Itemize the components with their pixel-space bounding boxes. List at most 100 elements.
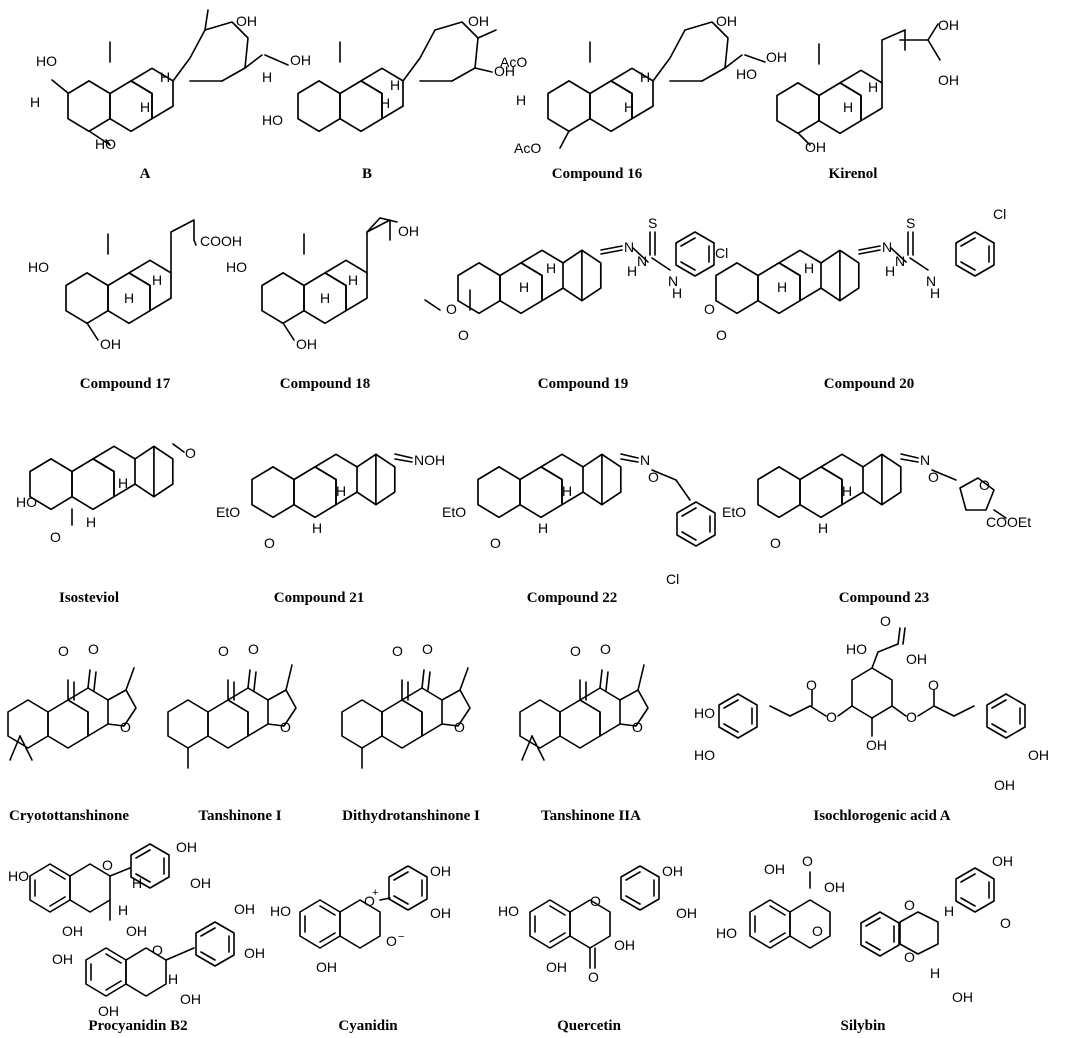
svg-text:HO: HO: [262, 112, 283, 128]
svg-text:H: H: [118, 902, 128, 918]
svg-text:O: O: [979, 477, 990, 493]
svg-text:O: O: [770, 535, 781, 551]
svg-text:H: H: [562, 483, 572, 499]
svg-text:OH: OH: [398, 223, 419, 239]
caption-tanshinone-iia: Tanshinone IIA: [541, 808, 641, 824]
svg-text:AcO: AcO: [514, 140, 541, 156]
svg-text:O: O: [422, 641, 433, 657]
svg-text:O: O: [600, 641, 611, 657]
svg-text:H: H: [312, 520, 322, 536]
structure-isosteviol: O HO O H H Isosteviol: [16, 443, 196, 606]
svg-text:OH: OH: [236, 13, 257, 29]
svg-text:O: O: [928, 469, 939, 485]
svg-text:OH: OH: [244, 945, 265, 961]
svg-text:OH: OH: [938, 72, 959, 88]
svg-text:H: H: [624, 99, 634, 115]
svg-text:O: O: [454, 719, 465, 735]
svg-text:OH: OH: [494, 63, 515, 79]
svg-text:O: O: [152, 942, 163, 958]
svg-text:O: O: [588, 969, 599, 985]
svg-text:OH: OH: [952, 989, 973, 1005]
svg-text:OH: OH: [100, 336, 121, 352]
svg-text:N: N: [668, 273, 678, 289]
svg-text:H: H: [262, 69, 272, 85]
svg-text:S: S: [906, 215, 915, 231]
svg-text:OH: OH: [180, 991, 201, 1007]
svg-text:HO: HO: [95, 136, 116, 152]
svg-text:OH: OH: [234, 901, 255, 917]
svg-text:HO: HO: [498, 903, 519, 919]
svg-text:OH: OH: [906, 651, 927, 667]
svg-text:H: H: [516, 92, 526, 108]
svg-text:H: H: [336, 483, 346, 499]
svg-text:O: O: [632, 719, 643, 735]
svg-text:OH: OH: [290, 52, 311, 68]
svg-text:HO: HO: [694, 747, 715, 763]
svg-text:OH: OH: [766, 49, 787, 65]
svg-text:N: N: [637, 253, 647, 269]
svg-text:H: H: [818, 520, 828, 536]
caption-isochlorogenic-acid-a: Isochlorogenic acid A: [813, 808, 950, 824]
svg-text:O: O: [280, 719, 291, 735]
svg-text:COOEt: COOEt: [986, 514, 1031, 530]
svg-text:H: H: [777, 279, 787, 295]
svg-text:O: O: [50, 529, 61, 545]
svg-text:H: H: [885, 263, 895, 279]
svg-text:OH: OH: [805, 139, 826, 155]
svg-text:H: H: [390, 77, 400, 93]
structure-compound-23: N O O COOEt EtO O H H Compound 23: [722, 452, 1031, 606]
svg-text:AcO: AcO: [500, 54, 527, 70]
svg-text:HO: HO: [16, 494, 37, 510]
structure-a: HO H OH OH HO H H A: [30, 9, 311, 182]
svg-text:OH: OH: [52, 951, 73, 967]
svg-text:O: O: [648, 469, 659, 485]
svg-text:OH: OH: [992, 853, 1013, 869]
svg-text:N: N: [882, 239, 892, 255]
structure-cryptotanshinone: O O O Cryotottanshinone: [7, 641, 137, 824]
svg-text:H: H: [640, 69, 650, 85]
svg-text:O: O: [88, 641, 99, 657]
svg-text:N: N: [624, 239, 634, 255]
svg-text:H: H: [519, 279, 529, 295]
svg-text:O: O: [218, 643, 229, 659]
structure-cyanidin: HO OH O + O − OH OH Cyanidin: [270, 863, 451, 1034]
svg-text:HO: HO: [846, 641, 867, 657]
svg-text:H: H: [804, 260, 814, 276]
caption-compound-19: Compound 19: [538, 376, 628, 392]
svg-text:H: H: [538, 520, 548, 536]
caption-cryptotanshinone: Cryotottanshinone: [9, 808, 129, 824]
svg-text:OH: OH: [866, 737, 887, 753]
svg-text:O: O: [826, 709, 837, 725]
svg-text:O: O: [928, 677, 939, 693]
svg-text:OH: OH: [994, 777, 1015, 793]
structure-compound-22: N O Cl EtO O H H Compound 22: [442, 452, 716, 606]
svg-text:O: O: [806, 677, 817, 693]
svg-text:OH: OH: [676, 905, 697, 921]
svg-text:OH: OH: [190, 875, 211, 891]
svg-text:OH: OH: [430, 863, 451, 879]
svg-text:OH: OH: [176, 839, 197, 855]
svg-text:O: O: [458, 327, 469, 343]
svg-text:H: H: [348, 272, 358, 288]
caption-a: A: [140, 166, 151, 182]
svg-text:Cl: Cl: [993, 206, 1006, 222]
structure-silybin: OH O OH HO O O O H H OH OH O Silybin: [716, 853, 1013, 1034]
svg-text:HO: HO: [694, 705, 715, 721]
svg-text:O: O: [812, 923, 823, 939]
svg-text:COOH: COOH: [200, 233, 242, 249]
svg-text:O: O: [904, 949, 915, 965]
svg-text:H: H: [320, 290, 330, 306]
caption-compound-22: Compound 22: [527, 590, 617, 606]
svg-text:−: −: [398, 931, 404, 943]
svg-text:O: O: [364, 893, 375, 909]
svg-text:Cl: Cl: [666, 571, 679, 587]
caption-compound-17: Compound 17: [80, 376, 171, 392]
svg-text:OH: OH: [824, 879, 845, 895]
svg-text:H: H: [944, 903, 954, 919]
svg-text:H: H: [930, 965, 940, 981]
svg-text:OH: OH: [546, 959, 567, 975]
svg-text:O: O: [120, 719, 131, 735]
structure-tanshinone-i: O O O Tanshinone I: [167, 641, 297, 824]
svg-text:O: O: [102, 857, 113, 873]
caption-kirenol: Kirenol: [829, 166, 878, 182]
